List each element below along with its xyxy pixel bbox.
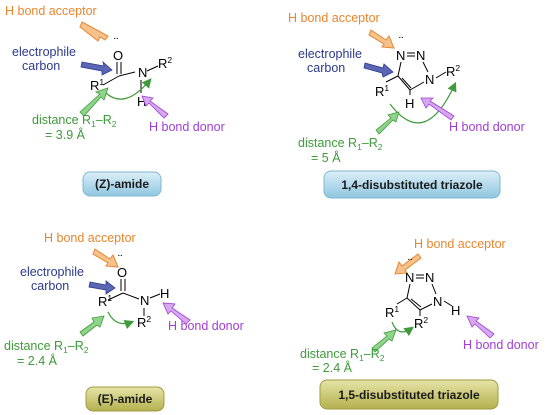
nitrogen-atom-2: N (425, 270, 434, 285)
oxygen-atom: O (113, 48, 123, 63)
distance-value: = 2.4 Å (17, 353, 58, 368)
title-pill (319, 379, 499, 410)
h-bond-donor-label: H bond donor (168, 319, 244, 333)
hydrogen-atom: H (451, 303, 460, 318)
electrophile-arrow (80, 60, 113, 76)
h-bond-acceptor-label: H bond acceptor (288, 11, 380, 25)
carbon-label: carbon (307, 61, 345, 75)
panel-triazole-15: H bond acceptor ¨ N N N H R1 R2 distance… (300, 237, 539, 410)
h-bond-acceptor-label: H bond acceptor (414, 237, 506, 251)
panel-e-amide: H bond acceptor electrophile carbon ¨ O … (4, 231, 244, 412)
distance-label: distance R1–R2 (298, 136, 383, 152)
distance-curve (389, 81, 457, 124)
title-pill (85, 386, 165, 412)
acceptor-arrow (394, 253, 422, 275)
acceptor-arrow (92, 248, 119, 268)
title-pill (323, 170, 501, 199)
panel-title: 1,5-disubstituted triazole (338, 388, 480, 402)
nitrogen-atom-1: N (425, 72, 434, 87)
donor-arrow (141, 95, 169, 119)
hydrogen-atom: H (160, 286, 169, 301)
hydrogen-atom: H (137, 94, 146, 109)
nitrogen-atom-3: N (405, 270, 414, 285)
lone-pair: ¨ (408, 256, 412, 271)
lone-pair: ¨ (118, 252, 122, 267)
panel-z-amide: H bond acceptor electrophile carbon ¨ O … (5, 4, 225, 197)
nitrogen-atom: N (140, 293, 149, 308)
h-bond-donor-label: H bond donor (149, 120, 225, 134)
lone-pair: ¨ (114, 35, 118, 50)
r1-group: R1 (385, 304, 399, 320)
r2-group: R2 (446, 63, 460, 79)
h-bond-acceptor-label: H bond acceptor (5, 4, 97, 18)
r1-group: R1 (90, 77, 104, 93)
donor-arrow (420, 97, 455, 121)
hydrogen-atom: H (405, 96, 414, 111)
distance-arrow (371, 329, 397, 353)
r2-group: R2 (137, 314, 151, 330)
electrophile-label: electrophile (298, 47, 362, 61)
distance-curve (105, 78, 152, 100)
donor-arrow (162, 302, 191, 325)
carbon-label: carbon (22, 59, 60, 73)
nitrogen-atom-1: N (433, 294, 442, 309)
h-bond-acceptor-label: H bond acceptor (44, 231, 136, 245)
acceptor-arrow (368, 29, 395, 49)
distance-curve (107, 311, 135, 330)
nitrogen-atom-2: N (416, 48, 425, 63)
r2-group: R2 (158, 55, 172, 71)
distance-value: = 3.9 Å (45, 127, 86, 142)
r2-group: R2 (414, 315, 428, 331)
oxygen-atom: O (117, 265, 127, 280)
distance-curve (391, 321, 414, 337)
nitrogen-atom-3: N (396, 48, 405, 63)
panel-title: (E)-amide (98, 392, 153, 406)
h-bond-donor-label: H bond donor (449, 120, 525, 134)
title-pill (82, 171, 162, 197)
lone-pair: ¨ (399, 34, 403, 49)
electrophile-label: electrophile (20, 265, 84, 279)
r1-group: R1 (98, 293, 112, 309)
panel-title: (Z)-amide (95, 177, 149, 191)
distance-label: distance R1–R2 (4, 339, 89, 355)
acceptor-arrow (79, 21, 109, 42)
distance-value: = 5 Å (311, 150, 341, 165)
distance-label: distance R1–R2 (32, 113, 117, 129)
distance-value: = 2.4 Å (312, 360, 353, 375)
distance-arrow (79, 315, 105, 337)
r1-group: R1 (375, 83, 389, 99)
distance-arrow (375, 111, 400, 135)
distance-label: distance R1–R2 (300, 347, 385, 363)
electrophile-arrow (88, 280, 116, 295)
nitrogen-atom: N (138, 65, 147, 80)
panel-triazole-14: H bond acceptor electrophile carbon ¨ N … (288, 11, 525, 199)
electrophile-arrow (363, 62, 394, 78)
electrophile-label: electrophile (12, 45, 76, 59)
h-bond-donor-label: H bond donor (463, 338, 539, 352)
distance-arrow (79, 87, 109, 117)
donor-arrow (466, 315, 495, 339)
panel-title: 1,4-disubstituted triazole (341, 178, 483, 192)
carbon-label: carbon (31, 279, 69, 293)
